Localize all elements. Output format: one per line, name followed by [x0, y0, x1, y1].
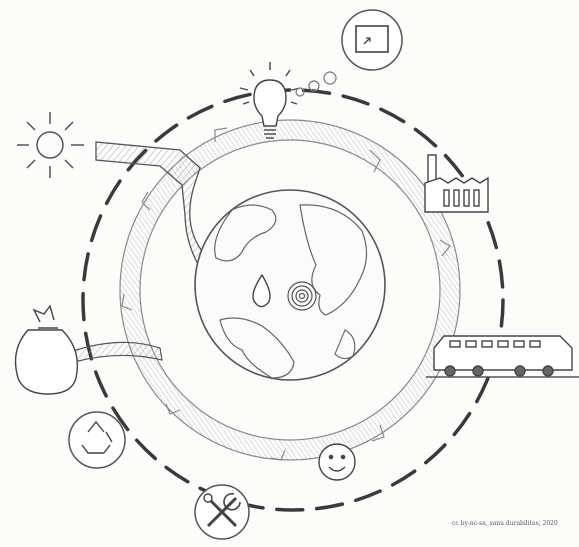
smiley-icon	[319, 444, 355, 480]
train-icon	[426, 336, 579, 377]
box-icon	[342, 10, 402, 70]
trash-bag-icon	[16, 306, 78, 394]
credit-line: cc by-nc-sa, sanu durabilitas, 2020	[452, 520, 576, 527]
sun-icon	[17, 112, 84, 178]
recycle-icon	[69, 412, 125, 468]
globe-icon	[195, 190, 385, 380]
tools-icon	[195, 485, 249, 539]
factory-icon	[425, 155, 488, 212]
